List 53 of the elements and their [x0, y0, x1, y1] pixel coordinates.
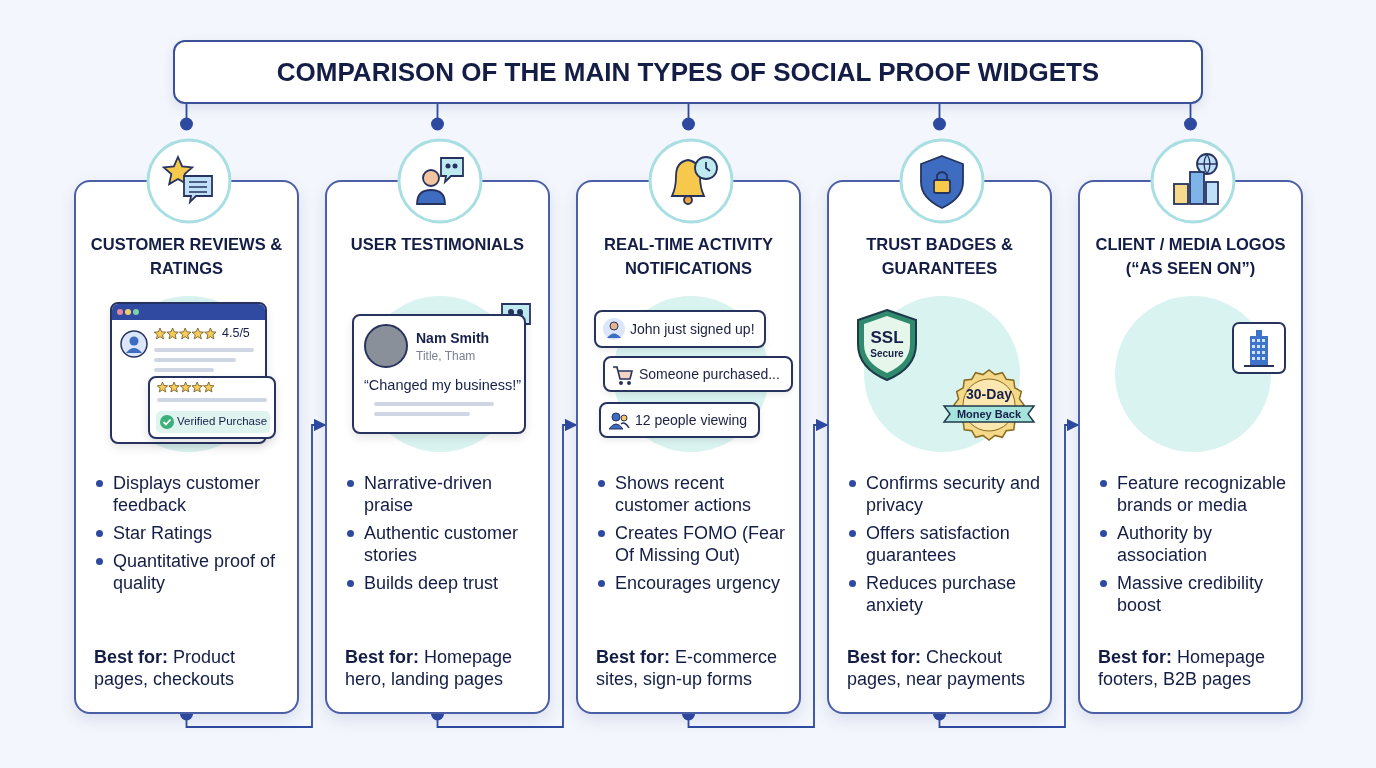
best-for-text: Best for: Checkout pages, near payments	[847, 646, 1027, 690]
ribbon-text: Money Back	[955, 408, 1023, 420]
bullet-text: Authority by association	[1117, 522, 1214, 566]
best-for-text: Best for: Product pages, checkouts	[94, 646, 237, 690]
connector	[933, 418, 1080, 728]
bullet-text: Authentic customer stories	[364, 522, 520, 566]
bullet-text: Confirms security and privacy	[866, 472, 1042, 516]
review-popup	[148, 376, 276, 439]
bullet-text: Creates FOMO (Fear Of Missing Out)	[615, 522, 787, 566]
card-heading: TRUST BADGES & GUARANTEES	[865, 234, 1014, 279]
bullet-text: Star Ratings	[113, 522, 213, 544]
quote-text: “Changed my business!”	[364, 377, 522, 393]
badge-text: 30-Day	[965, 386, 1013, 402]
connector	[682, 103, 695, 131]
best-for-text: Best for: Homepage hero, landing pages	[345, 646, 514, 690]
bullet-text: Narrative-driven praise	[364, 472, 494, 516]
rating-text: 4.5/5	[222, 326, 250, 340]
bullet-text: Massive credibility boost	[1117, 572, 1265, 616]
notification-text: Someone purchased...	[639, 366, 780, 382]
bullet-text: Offers satisfaction guarantees	[866, 522, 1011, 566]
notification-popup	[599, 402, 760, 438]
card-heading: CLIENT / MEDIA LOGOS (“AS SEEN ON”)	[1094, 234, 1287, 279]
title-text: COMPARISON OF THE MAIN TYPES OF SOCIAL PROOF WIDGETS	[276, 56, 1100, 88]
notification-popup	[603, 356, 793, 392]
connector	[1184, 103, 1197, 131]
title-box	[173, 40, 1203, 104]
connector	[431, 103, 444, 131]
bullet-text: Encourages urgency	[615, 572, 781, 594]
card-heading: CUSTOMER REVIEWS & RATINGS	[89, 234, 284, 279]
card-heading: USER TESTIMONIALS	[349, 234, 526, 255]
bullet-text: Quantitative proof of quality	[113, 550, 277, 594]
connector	[180, 418, 327, 728]
bullet-text: Reduces purchase anxiety	[866, 572, 1018, 616]
bullet-text: Builds deep trust	[364, 572, 499, 594]
connector	[682, 418, 829, 728]
bullet-text: Shows recent customer actions	[615, 472, 753, 516]
badge-text: SSL	[869, 328, 905, 348]
person-title: Title, Tham	[416, 349, 476, 363]
bullet-text: Feature recognizable brands or media	[1117, 472, 1288, 516]
person-name: Nam Smith	[416, 330, 490, 346]
connector	[933, 103, 946, 131]
connector	[180, 103, 193, 131]
badge-text: Verified Purchase	[177, 415, 268, 427]
best-for-text: Best for: E-commerce sites, sign-up forms	[596, 646, 779, 690]
notification-text: 12 people viewing	[635, 412, 748, 428]
notification-popup	[594, 310, 766, 348]
badge-text: Secure	[869, 348, 905, 359]
notification-text: John just signed up!	[630, 321, 755, 337]
connector	[431, 418, 578, 728]
best-for-text: Best for: Homepage footers, B2B pages	[1098, 646, 1267, 690]
card-heading: REAL-TIME ACTIVITY NOTIFICATIONS	[603, 234, 774, 279]
bullet-text: Displays customer feedback	[113, 472, 262, 516]
testimonial-card	[352, 314, 526, 434]
